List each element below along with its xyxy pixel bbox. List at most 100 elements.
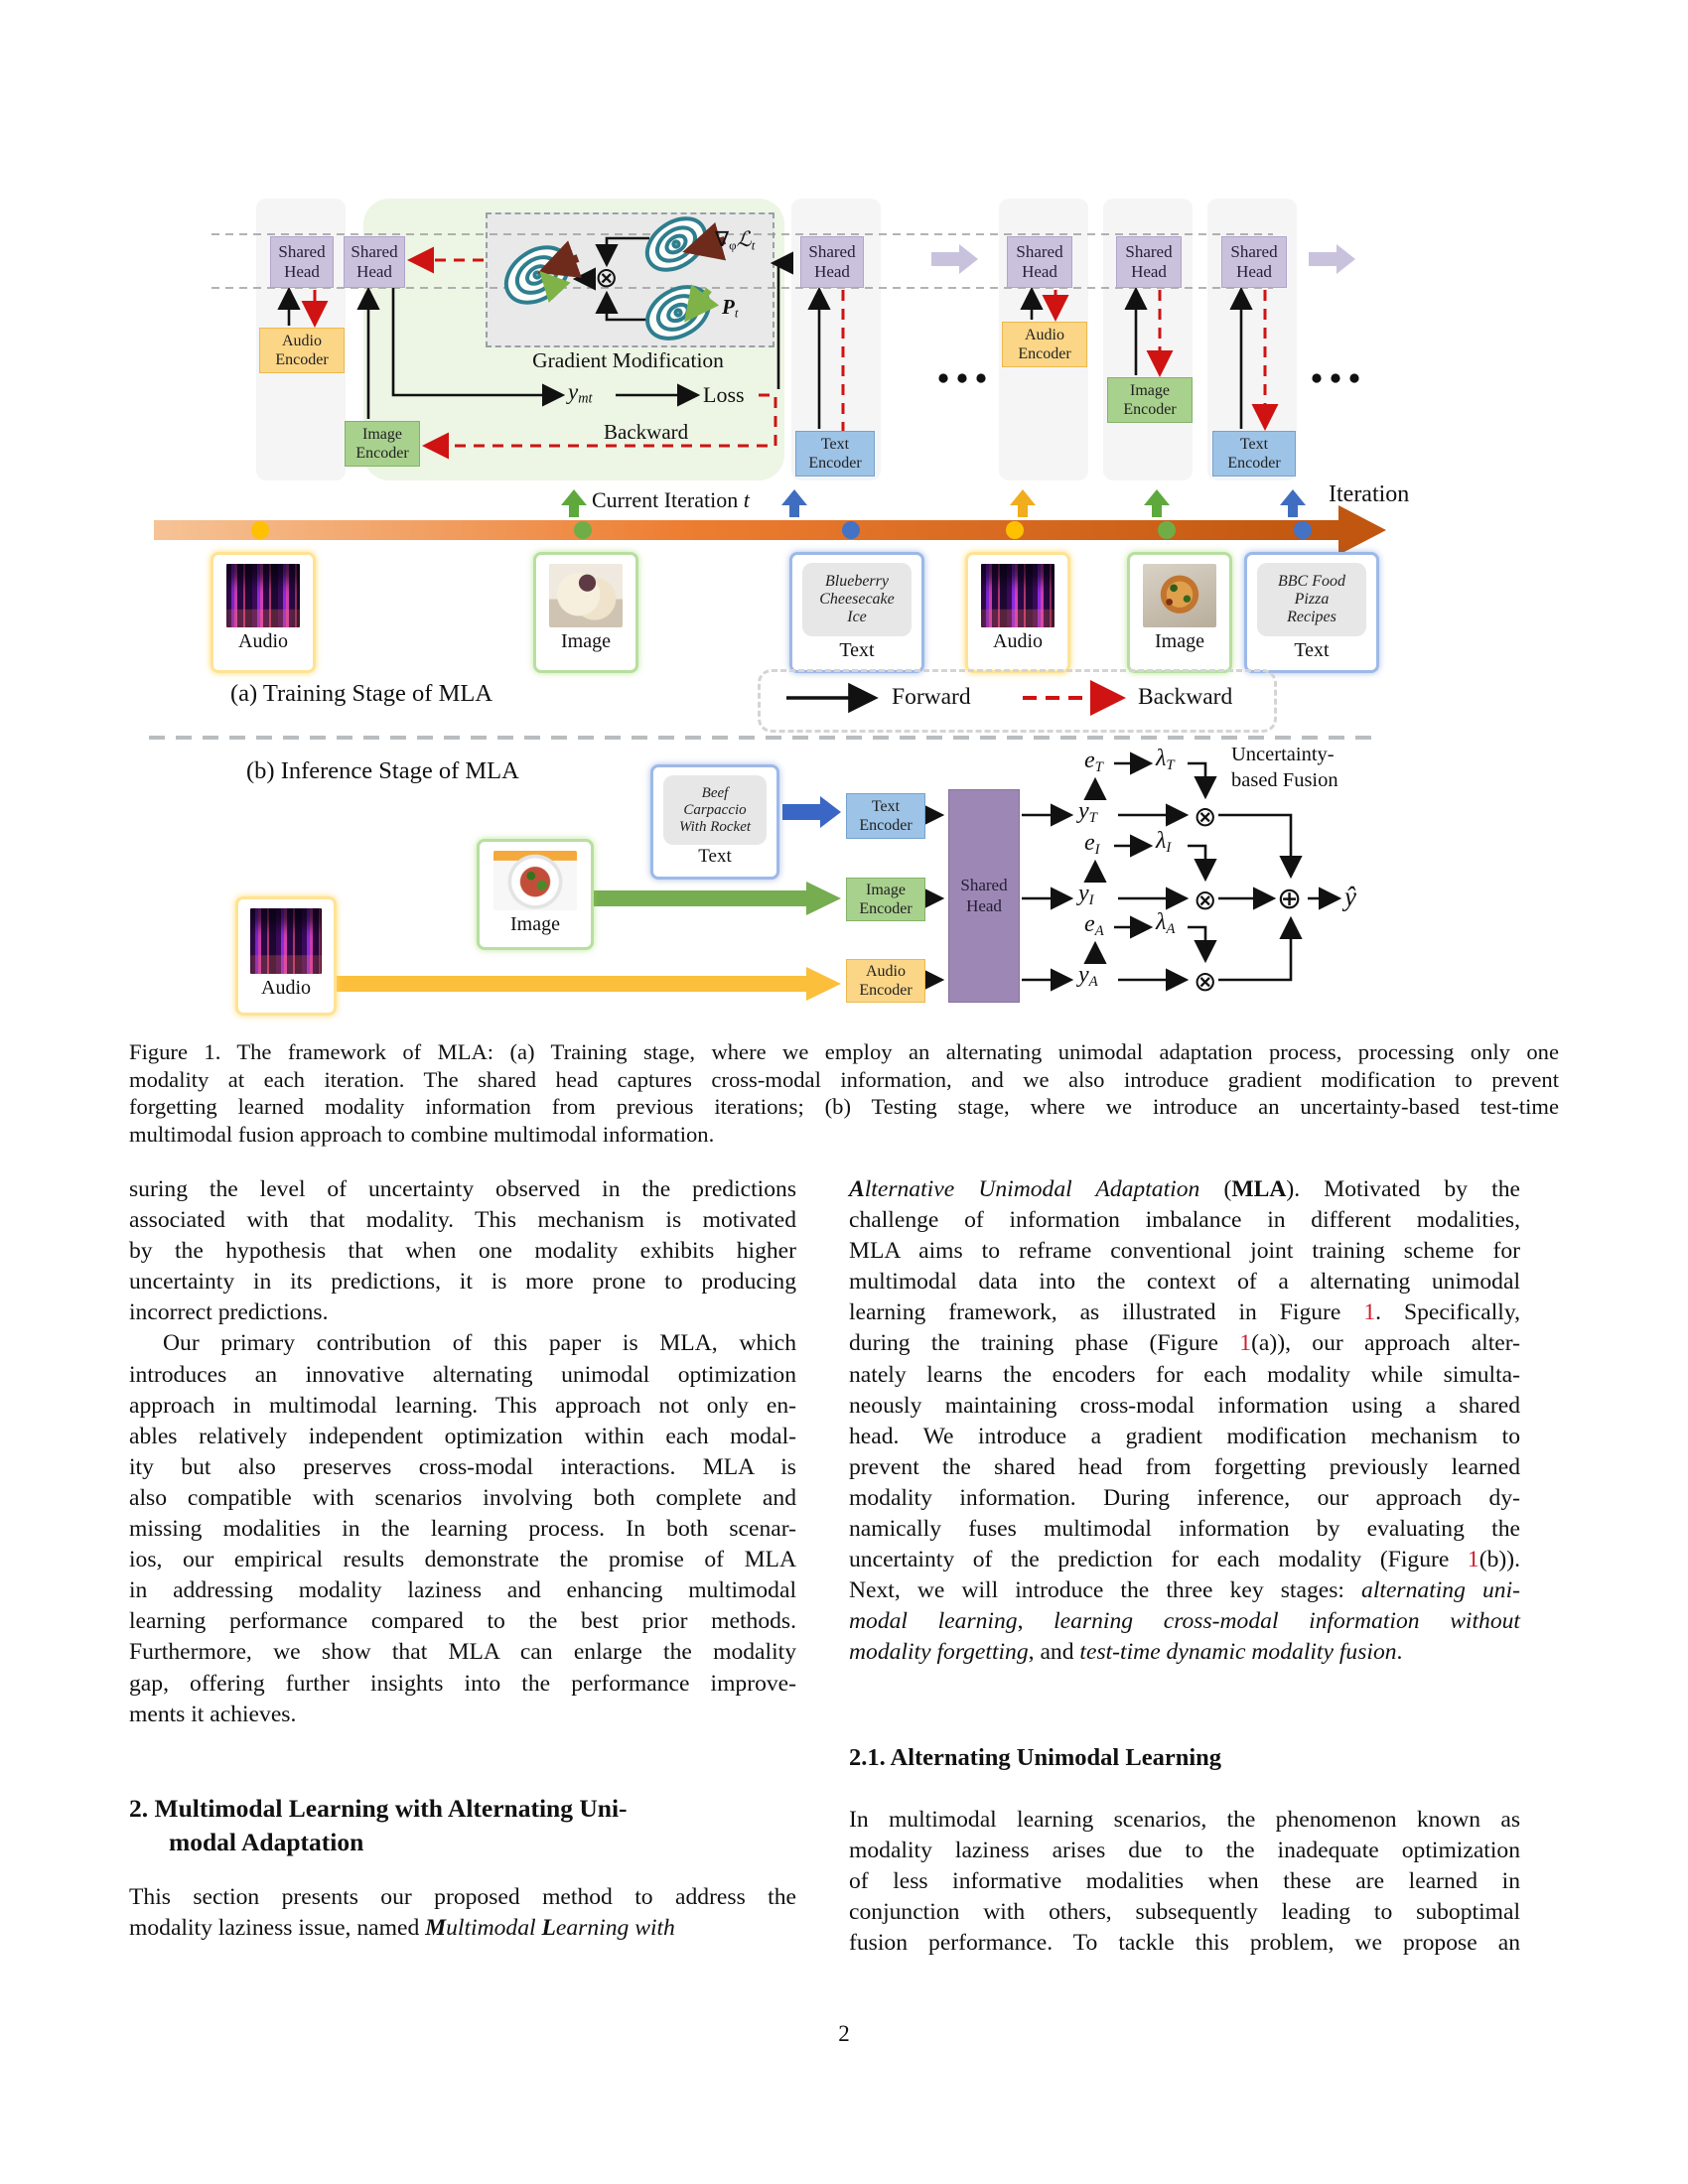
card-label: Image	[1155, 630, 1204, 652]
left-column-paragraph-2: This section presents our proposed metho…	[129, 1882, 796, 1944]
text-line: modality information. During inference, …	[849, 1484, 1520, 1511]
loss-label: Loss	[703, 382, 745, 407]
figure-ref[interactable]: 1	[1363, 1299, 1376, 1326]
text-line: ity but also preserves cross-modal inter…	[129, 1453, 796, 1480]
e-T-symbol: eT	[1084, 748, 1103, 776]
text-line: fusion performance. To tackle this probl…	[849, 1930, 1520, 1957]
text-line: Our primary contribution of this paper i…	[163, 1330, 796, 1357]
text-encoder-box: Text Encoder	[795, 431, 875, 477]
page-number: 2	[838, 2021, 850, 2046]
text-line: 2. Multimodal Learning with Alternating …	[129, 1794, 628, 1823]
shared-head-box: Shared Head	[270, 236, 334, 288]
text-line: modality at each iteration. The shared h…	[129, 1066, 1559, 1092]
y-hat-symbol: ŷ	[1344, 882, 1356, 911]
text-line: of less informative modalities when thes…	[849, 1868, 1520, 1895]
forward-legend-label: Forward	[892, 684, 971, 710]
text-line: missing modalities in the learning proce…	[129, 1516, 796, 1543]
image-sample-card: Image	[1127, 552, 1232, 673]
text-line: also compatible with scenarios involving…	[129, 1484, 796, 1511]
otimes-operator: ⊗	[1194, 886, 1217, 916]
text-line: ios, our empirical results demonstrate t…	[129, 1547, 796, 1573]
text-line: learning performance compared to the bes…	[129, 1608, 796, 1635]
text-line: incorrect predictions.	[129, 1299, 329, 1326]
text-line: modal Adaptation	[169, 1828, 364, 1856]
audio-encoder-box: Audio Encoder	[1002, 322, 1087, 367]
text-line: modality laziness arises due to the inad…	[849, 1838, 1520, 1864]
left-column-paragraph-1: suring the level of uncertainty observed…	[129, 1174, 796, 1730]
next-iteration-arrow-icon	[931, 244, 1355, 274]
text-line: multimodal fusion approach to combine mu…	[129, 1122, 715, 1148]
text-line: modal learning, learning cross-modal inf…	[849, 1608, 1520, 1635]
timeline-dot-audio	[1006, 521, 1024, 539]
image-encoder-box: Image Encoder	[846, 878, 925, 921]
shared-head-dashed-lines	[211, 233, 1273, 289]
figure-caption: Figure 1. The framework of MLA: (a) Trai…	[129, 1038, 1559, 1149]
lambda-I-symbol: λI	[1156, 828, 1172, 857]
text-line: ables relatively independent optimizatio…	[129, 1423, 796, 1449]
modality-flow-arrows	[331, 796, 841, 1001]
text-line: uncertainty in its predictions, it is mo…	[129, 1269, 796, 1296]
text-line: in addressing modality laziness and enha…	[129, 1577, 796, 1604]
training-stage-label: (a) Training Stage of MLA	[230, 680, 493, 707]
section-2-heading: 2. Multimodal Learning with Alternating …	[129, 1792, 796, 1859]
otimes-operator: ⊗	[1194, 802, 1217, 833]
text-line: gap, offering further insights into the …	[129, 1670, 796, 1697]
spectrogram-image	[250, 908, 322, 974]
y-T-symbol: yT	[1078, 798, 1097, 827]
current-iteration-label: Current Iteration t	[592, 487, 750, 512]
p-t-label: Pt	[722, 295, 739, 321]
lambda-A-symbol: λA	[1156, 909, 1176, 938]
card-label: Text	[698, 846, 732, 867]
image-encoder-box: Image Encoder	[1107, 377, 1193, 423]
figure-ref[interactable]: 1	[1239, 1330, 1252, 1357]
text-line: during the training phase (Figure 1(a)),…	[849, 1330, 1520, 1357]
spectrogram-image	[981, 564, 1055, 627]
text-line: Next, we will introduce the three key st…	[849, 1577, 1520, 1604]
e-A-symbol: eA	[1084, 911, 1104, 940]
backward-label: Backward	[604, 420, 689, 444]
oplus-operator: ⊕	[1277, 883, 1303, 915]
gradient-label: ∇φℒt	[715, 227, 756, 253]
carpaccio-photo	[493, 851, 577, 910]
text-line: modality forgetting, and test-time dynam…	[849, 1639, 1403, 1666]
card-label: Audio	[993, 630, 1043, 652]
audio-encoder-box: Audio Encoder	[846, 959, 925, 1003]
card-label: Text	[839, 639, 875, 661]
section-2-1-heading: 2.1. Alternating Unimodal Learning	[849, 1744, 1222, 1771]
text-line: MLA aims to reframe conventional joint t…	[849, 1238, 1520, 1265]
shared-head-box: Shared Head	[1116, 236, 1182, 288]
card-label: Audio	[261, 977, 311, 999]
shared-head-box: Shared Head	[948, 789, 1020, 1003]
y-mt-label: ymt	[568, 379, 593, 407]
timeline-dot-text	[1294, 521, 1312, 539]
text-line: Alternative Unimodal Adaptation (MLA). M…	[849, 1176, 1520, 1202]
text-line: approach in multimodal learning. This ap…	[129, 1392, 796, 1419]
shared-head-box: Shared Head	[1221, 236, 1287, 288]
image-sample-card: Image	[477, 839, 594, 950]
text-line: namically fuses multimodal information b…	[849, 1516, 1520, 1543]
figure-ref[interactable]: 1	[1467, 1547, 1479, 1573]
otimes-operator: ⊗	[595, 263, 619, 294]
timeline-dot-image	[1158, 521, 1176, 539]
text-line: conjunction with others, subsequently le…	[849, 1899, 1520, 1926]
image-encoder-box: Image Encoder	[345, 421, 420, 467]
audio-sample-card: Audio	[211, 552, 316, 673]
text-line: ments it achieves.	[129, 1701, 297, 1727]
y-A-symbol: yA	[1078, 962, 1098, 991]
ice-cream-photo	[549, 564, 623, 627]
shared-head-box: Shared Head	[800, 236, 864, 288]
backward-arrows	[301, 246, 1279, 473]
audio-sample-card: Audio	[965, 552, 1070, 673]
timeline-dot-text	[842, 521, 860, 539]
forward-arrows	[277, 236, 1253, 429]
y-I-symbol: yI	[1078, 881, 1094, 909]
right-column-paragraph-2: In multimodal learning scenarios, the ph…	[849, 1805, 1520, 1959]
lambda-T-symbol: λT	[1156, 746, 1175, 774]
card-label: Text	[1294, 639, 1330, 661]
